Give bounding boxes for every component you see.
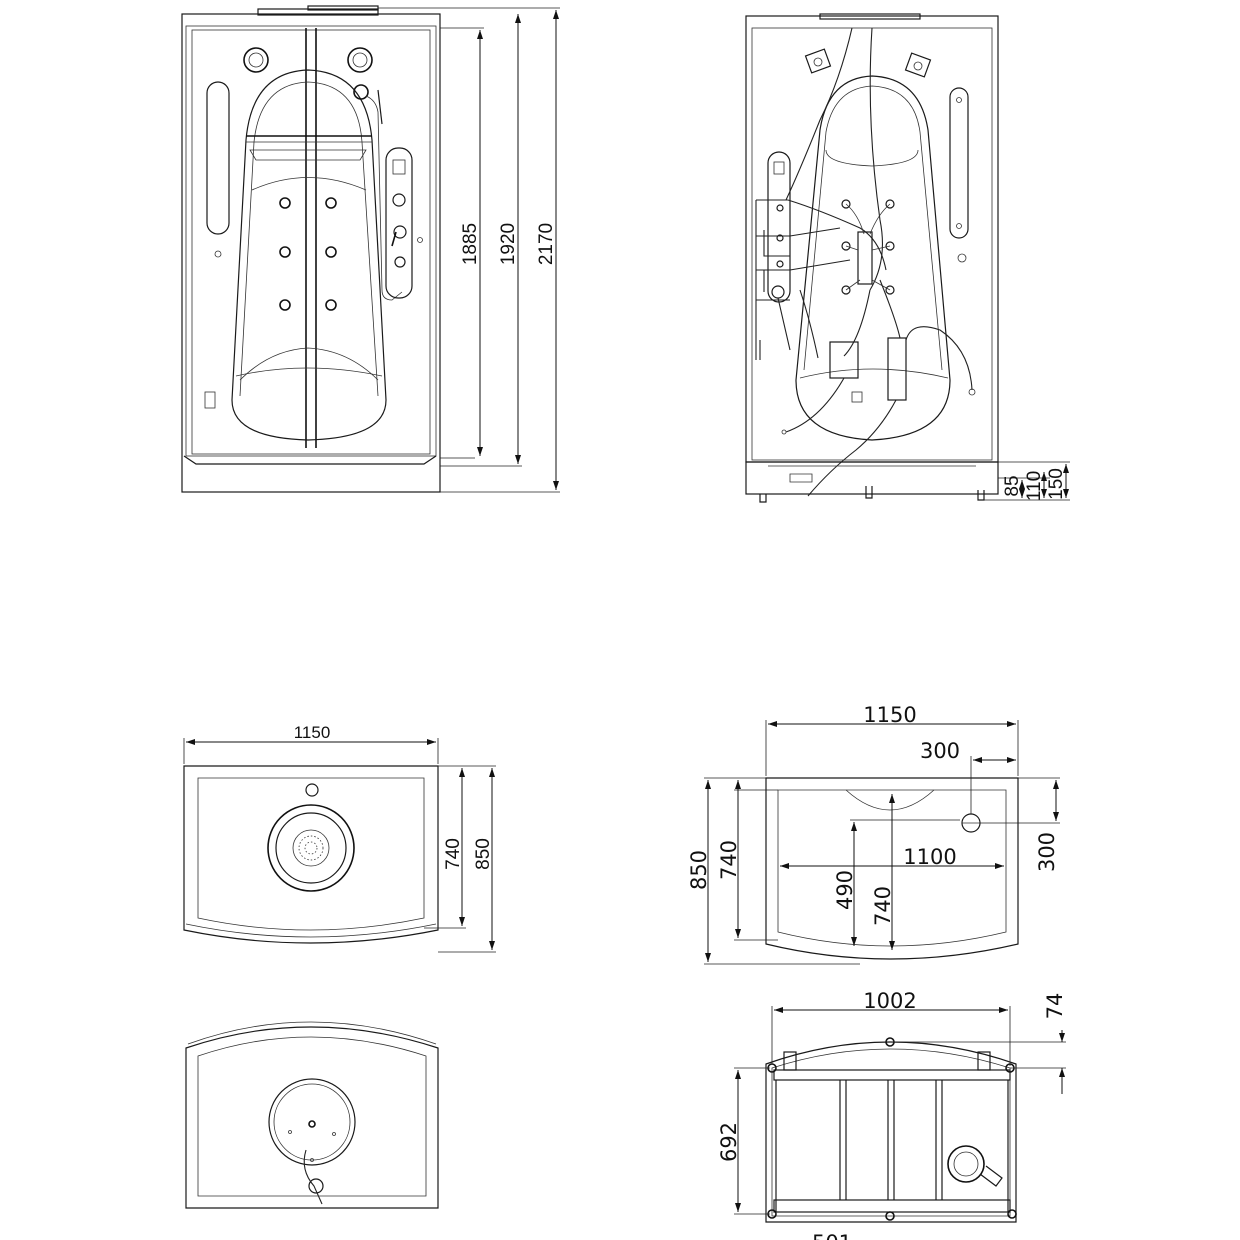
front-view: 1885 1920 2170 (181, 5, 560, 493)
dim-base-1100: 1100 (903, 845, 956, 869)
dim-base-740-left: 740 (717, 840, 741, 880)
dim-1920: 1920 (498, 223, 519, 265)
top-view: 1150 740 850 (183, 723, 496, 953)
dim-frame-692: 692 (717, 1122, 741, 1162)
dim-frame-74: 74 (1043, 993, 1067, 1020)
dim-top-850: 850 (473, 838, 494, 870)
dim-top-1150: 1150 (294, 723, 331, 742)
rear-view: 85 110 150 (745, 13, 1070, 503)
dim-base-490: 490 (833, 870, 857, 910)
dim-150: 150 (1046, 468, 1067, 500)
dim-base-300-x: 300 (920, 739, 960, 763)
base-plan-view: 1150 300 300 1100 850 740 490 740 (687, 703, 1060, 965)
shower-head-pattern (298, 835, 324, 861)
dim-base-1150: 1150 (863, 703, 916, 727)
ceiling-view (185, 1021, 439, 1209)
dim-base-300-y: 300 (1035, 832, 1059, 872)
dim-110: 110 (1024, 471, 1045, 501)
massage-jets (279, 197, 337, 311)
dim-base-740-mid: 740 (871, 886, 895, 926)
dim-top-740: 740 (443, 838, 464, 870)
dim-2170: 2170 (536, 223, 557, 265)
rear-jets (841, 199, 895, 295)
dim-85: 85 (1002, 475, 1023, 496)
frame-feet (767, 1037, 1017, 1221)
dim-base-850: 850 (687, 850, 711, 890)
dim-frame-1002: 1002 (863, 989, 916, 1013)
dim-1885: 1885 (460, 223, 481, 265)
dim-frame-501: 501 (812, 1231, 852, 1240)
frame-view: 1002 74 692 501 (717, 989, 1067, 1240)
